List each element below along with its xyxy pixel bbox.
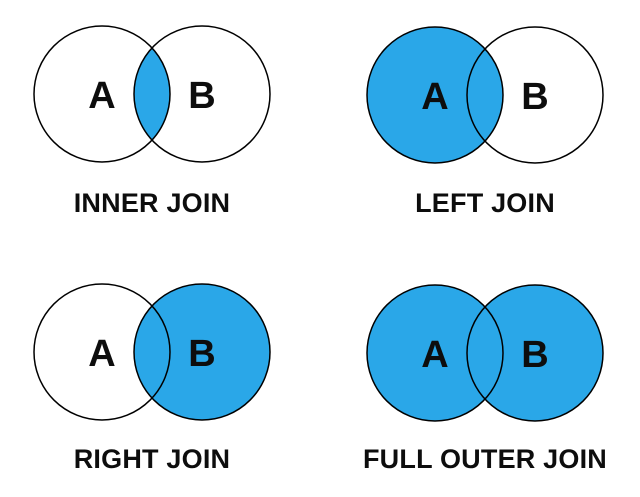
- label-a: A: [88, 333, 115, 375]
- circle-a-fill: [34, 26, 170, 162]
- circle-b-outline: [133, 283, 271, 421]
- intersection-region: [133, 305, 171, 399]
- venn-right-join: A B: [33, 283, 271, 421]
- circle-b-fill: [467, 27, 603, 163]
- circle-a-outline: [33, 25, 171, 163]
- label-a: A: [421, 76, 448, 118]
- panel-full-outer-join: A B FULL OUTER JOIN: [320, 248, 640, 497]
- label-b: B: [188, 333, 215, 375]
- panel-left-join: A B LEFT JOIN: [320, 0, 640, 248]
- intersection-region: [466, 48, 504, 142]
- join-title-inner: INNER JOIN: [73, 188, 231, 218]
- circle-a-fill: [367, 285, 503, 421]
- circle-b-fill: [467, 285, 603, 421]
- panel-right-join: A B RIGHT JOIN: [0, 248, 320, 497]
- join-title-right: RIGHT JOIN: [73, 444, 231, 474]
- label-b: B: [521, 334, 548, 376]
- circle-b-fill: [134, 284, 270, 420]
- venn-inner-join: A B: [33, 25, 271, 163]
- label-a: A: [421, 334, 448, 376]
- circle-a-outline: [366, 284, 504, 422]
- join-title-full-outer: FULL OUTER JOIN: [362, 444, 607, 474]
- circle-a-fill: [367, 27, 503, 163]
- circle-a-outline: [33, 283, 171, 421]
- venn-left-join: A B: [366, 26, 604, 164]
- venn-full-outer-join: A B: [366, 284, 604, 422]
- label-a: A: [88, 75, 115, 117]
- label-b: B: [188, 75, 215, 117]
- circle-b-outline: [466, 284, 604, 422]
- circle-a-fill: [34, 284, 170, 420]
- intersection-region: [466, 306, 504, 400]
- join-title-left: LEFT JOIN: [415, 188, 555, 218]
- circle-a-outline: [366, 26, 504, 164]
- label-b: B: [521, 76, 548, 118]
- panel-inner-join: A B INNER JOIN: [0, 0, 320, 248]
- intersection-region: [133, 47, 171, 141]
- circle-b-fill: [134, 26, 270, 162]
- circle-b-outline: [133, 25, 271, 163]
- circle-b-outline: [466, 26, 604, 164]
